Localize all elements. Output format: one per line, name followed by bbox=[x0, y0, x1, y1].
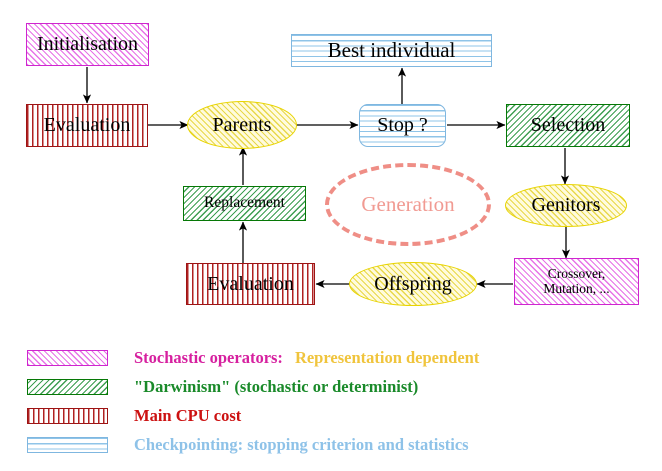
node-generation-label: Generation bbox=[361, 191, 455, 216]
node-parents[interactable]: Parents bbox=[187, 101, 297, 149]
legend-row-stochastic: Stochastic operators: Representation depe… bbox=[27, 344, 627, 371]
node-crossover-mutation[interactable]: Crossover, Mutation, ... bbox=[514, 258, 639, 305]
node-parents-label: Parents bbox=[212, 113, 272, 136]
legend-swatch-magenta-diagonal bbox=[27, 349, 108, 366]
legend: Stochastic operators: Representation depe… bbox=[27, 344, 627, 460]
legend-label-darwinism: "Darwinism" (stochastic or determinist) bbox=[134, 376, 419, 396]
legend-swatch-red-vertical bbox=[27, 407, 108, 424]
legend-swatch-green-diagonal bbox=[27, 378, 108, 395]
node-initialisation[interactable]: Initialisation bbox=[26, 23, 149, 66]
legend-label-stochastic: Stochastic operators: Representation depe… bbox=[134, 348, 479, 368]
legend-swatch-blue-horizontal bbox=[27, 436, 108, 453]
node-best-individual[interactable]: Best individual bbox=[291, 34, 492, 67]
legend-row-cpu-cost: Main CPU cost bbox=[27, 402, 627, 429]
node-offspring-label: Offspring bbox=[374, 272, 452, 295]
legend-label-cpu-cost: Main CPU cost bbox=[134, 405, 242, 425]
legend-subtext-representation: Representation dependent bbox=[294, 347, 480, 367]
node-offspring[interactable]: Offspring bbox=[349, 262, 477, 306]
node-selection[interactable]: Selection bbox=[506, 104, 630, 147]
node-evaluation-top[interactable]: Evaluation bbox=[26, 104, 148, 147]
legend-text-stochastic: Stochastic operators: bbox=[134, 347, 283, 367]
node-stop[interactable]: Stop ? bbox=[359, 104, 446, 147]
legend-label-checkpointing: Checkpointing: stopping criterion and st… bbox=[134, 434, 469, 454]
node-crossover-line1: Crossover, bbox=[547, 266, 606, 282]
node-selection-label: Selection bbox=[530, 114, 606, 137]
node-evaluation-top-label: Evaluation bbox=[43, 114, 131, 137]
legend-row-checkpointing: Checkpointing: stopping criterion and st… bbox=[27, 431, 627, 458]
node-evaluation-bottom[interactable]: Evaluation bbox=[186, 263, 315, 305]
node-crossover-line2: Mutation, ... bbox=[543, 280, 610, 296]
node-stop-label: Stop ? bbox=[377, 114, 428, 137]
node-generation: Generation bbox=[325, 163, 491, 246]
node-initialisation-label: Initialisation bbox=[36, 33, 139, 56]
node-replacement-label: Replacement bbox=[204, 194, 285, 212]
node-best-individual-label: Best individual bbox=[327, 37, 456, 62]
node-replacement[interactable]: Replacement bbox=[183, 186, 306, 221]
node-evaluation-bottom-label: Evaluation bbox=[207, 272, 294, 295]
node-genitors[interactable]: Genitors bbox=[505, 184, 627, 227]
node-genitors-label: Genitors bbox=[531, 194, 601, 217]
legend-row-darwinism: "Darwinism" (stochastic or determinist) bbox=[27, 373, 627, 400]
